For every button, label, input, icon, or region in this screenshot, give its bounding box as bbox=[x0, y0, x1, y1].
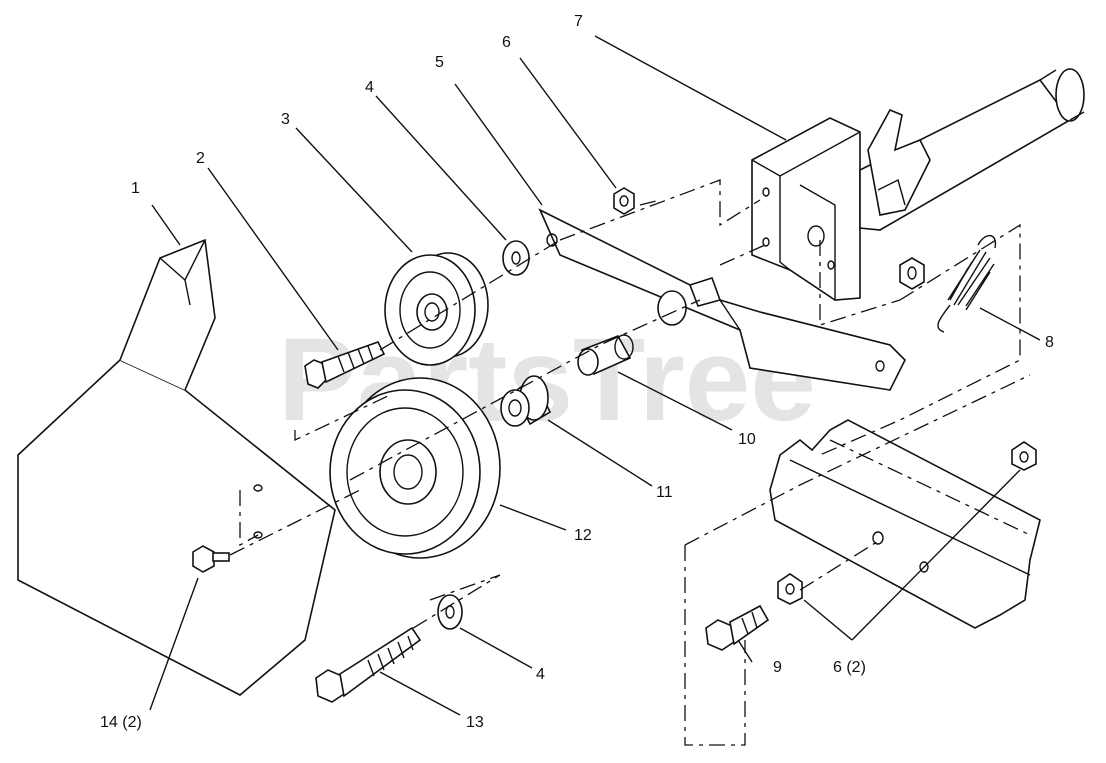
deck-fragment bbox=[769, 419, 1041, 629]
callout-9: 9 bbox=[773, 659, 782, 676]
pivot-bracket bbox=[751, 68, 1085, 301]
upper-nut bbox=[613, 187, 635, 215]
callout-11: 11 bbox=[656, 484, 673, 501]
callout-12: 12 bbox=[574, 527, 592, 544]
extension-spring bbox=[937, 234, 997, 333]
callout-7: 7 bbox=[574, 13, 583, 30]
idler-bolt-small bbox=[304, 341, 386, 389]
leader-lines bbox=[149, 35, 1041, 716]
guard-screw bbox=[192, 545, 230, 573]
callout-6-upper: 6 bbox=[502, 34, 511, 51]
callout-4-lower: 4 bbox=[536, 666, 545, 683]
deck-nut-right bbox=[1011, 441, 1037, 471]
deck-bolt bbox=[705, 604, 770, 651]
callout-6-lower: 6 (2) bbox=[833, 659, 866, 676]
callout-5: 5 bbox=[435, 54, 444, 71]
large-pulley bbox=[329, 377, 501, 559]
bracket-nut bbox=[899, 257, 925, 290]
upper-washer bbox=[502, 240, 530, 276]
callout-13: 13 bbox=[466, 714, 484, 731]
lower-washer bbox=[437, 594, 463, 630]
callouts: 1 2 3 4 5 6 7 8 9 10 11 12 4 6 (2) 13 14… bbox=[100, 13, 1054, 731]
callout-4-upper: 4 bbox=[365, 79, 374, 96]
long-bolt bbox=[315, 626, 422, 703]
callout-2: 2 bbox=[196, 150, 205, 167]
callout-14: 14 (2) bbox=[100, 714, 142, 731]
callout-10: 10 bbox=[738, 431, 756, 448]
spacer-tube bbox=[577, 334, 634, 376]
belt-guard bbox=[17, 238, 336, 696]
upper-pulley bbox=[384, 252, 489, 366]
bushing bbox=[500, 375, 552, 427]
deck-nut-left bbox=[777, 573, 803, 605]
assembly-lines bbox=[229, 179, 1031, 746]
idler-arm bbox=[538, 208, 906, 391]
callout-8: 8 bbox=[1045, 334, 1054, 351]
callout-1: 1 bbox=[131, 180, 140, 197]
callout-3: 3 bbox=[281, 111, 290, 128]
